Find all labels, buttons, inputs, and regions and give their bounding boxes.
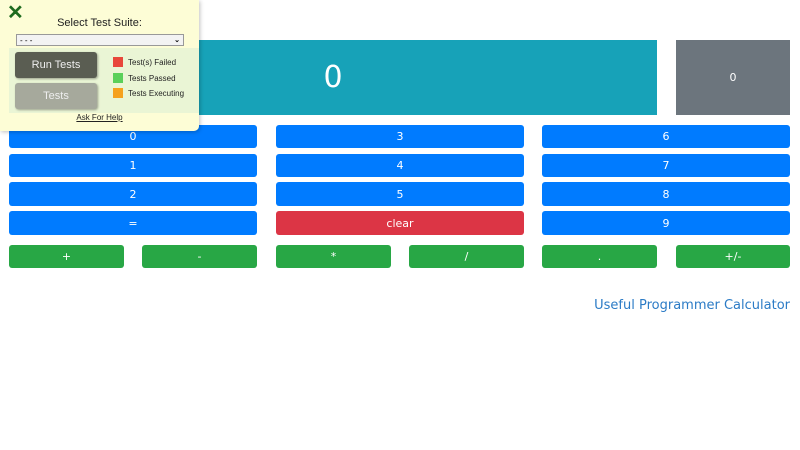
failed-swatch-icon [113,57,123,67]
select-value: - - - [20,35,33,45]
key-decimal[interactable]: . [542,245,657,268]
legend-label: Tests Executing [128,88,185,98]
key-6[interactable]: 6 [542,125,790,148]
legend-label: Test(s) Failed [128,57,177,67]
key-5[interactable]: 5 [276,182,524,206]
key-multiply[interactable]: * [276,245,391,268]
passed-swatch-icon [113,73,123,83]
useful-programmer-link[interactable]: Useful Programmer Calculator [594,298,790,313]
key-9[interactable]: 9 [542,211,790,235]
key-add[interactable]: + [9,245,124,268]
legend-label: Tests Passed [128,73,176,83]
key-equals[interactable]: = [9,211,257,235]
key-divide[interactable]: / [409,245,524,268]
key-7[interactable]: 7 [542,154,790,177]
legend-failed: Test(s) Failed [113,57,176,67]
key-1[interactable]: 1 [9,154,257,177]
clear-button[interactable]: clear [276,211,524,235]
key-3[interactable]: 3 [276,125,524,148]
key-subtract[interactable]: - [142,245,257,268]
panel-title: Select Test Suite: [57,17,142,29]
chevron-down-icon: ⌄ [174,37,180,44]
executing-swatch-icon [113,88,123,98]
legend-passed: Tests Passed [113,73,176,83]
key-2[interactable]: 2 [9,182,257,206]
memory-display: 0 [676,40,790,115]
key-8[interactable]: 8 [542,182,790,206]
run-tests-button[interactable]: Run Tests [15,52,97,78]
test-suite-select[interactable]: - - - ⌄ [16,34,184,46]
test-suite-panel: ✕ Select Test Suite: - - - ⌄ Run Tests T… [0,0,199,131]
key-negate[interactable]: +/- [676,245,790,268]
close-icon[interactable]: ✕ [7,2,24,24]
key-4[interactable]: 4 [276,154,524,177]
ask-for-help-link[interactable]: Ask For Help [76,113,123,122]
legend-executing: Tests Executing [113,88,184,98]
tests-button[interactable]: Tests [15,83,97,109]
